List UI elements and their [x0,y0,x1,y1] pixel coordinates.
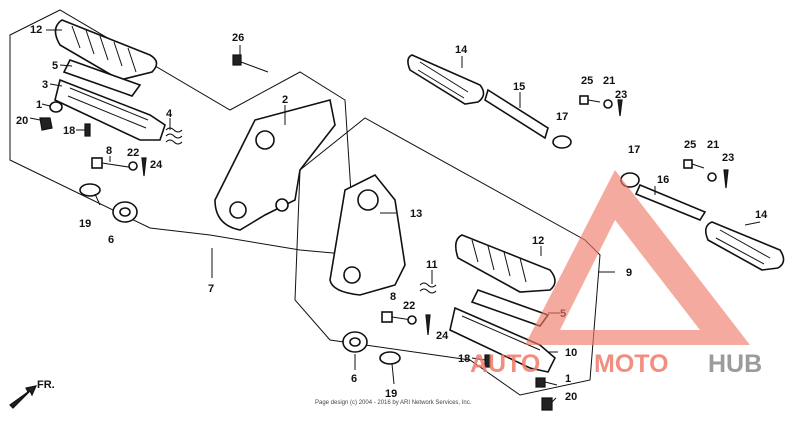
footpeg-rubber-right[interactable] [454,234,556,293]
callout-12[interactable]: 12 [30,24,42,36]
left-footpeg-assembly [39,19,336,231]
footpeg-rubber-rear-upper[interactable] [407,54,485,105]
callout-16[interactable]: 16 [657,174,669,186]
callout-24[interactable]: 24 [150,159,163,171]
callout-10[interactable]: 10 [565,347,577,359]
watermark-text-hub: HUB [708,350,762,378]
pin-18-right[interactable] [484,354,491,368]
bracket-left[interactable] [214,99,336,231]
bushing-6-left[interactable] [112,201,138,223]
callout-20[interactable]: 20 [16,115,28,127]
bolt-25-upper[interactable] [579,95,601,105]
cotter-24-right[interactable] [425,314,431,336]
callout-labels: 12 5 3 1 20 18 4 8 22 24 19 6 26 2 7 14 … [16,24,768,403]
cotter-24-left[interactable] [141,157,147,177]
callout-3[interactable]: 3 [42,79,48,91]
spring-4[interactable] [165,127,183,145]
cotter-23-lower[interactable] [723,169,729,189]
callout-8[interactable]: 8 [106,145,112,157]
callout-15[interactable]: 15 [513,81,525,93]
callout-17[interactable]: 17 [556,111,568,123]
pivot-19-left[interactable] [79,183,101,206]
footpeg-rubber-rear-lower[interactable] [704,221,785,271]
callout-12[interactable]: 12 [532,235,544,247]
callout-7[interactable]: 7 [208,283,214,295]
callout-6[interactable]: 6 [108,234,114,246]
callout-13[interactable]: 13 [410,208,422,220]
callout-17[interactable]: 17 [628,144,640,156]
callout-5[interactable]: 5 [52,60,58,72]
callout-18[interactable]: 18 [63,125,75,137]
callout-21[interactable]: 21 [603,75,615,87]
front-direction-indicator: FR. [9,379,55,409]
washer-21-upper[interactable] [603,99,613,109]
bushing-6-right[interactable] [342,331,368,353]
leader-lines [29,29,761,403]
callout-22[interactable]: 22 [127,147,139,159]
callout-1[interactable]: 1 [565,373,571,385]
callout-25[interactable]: 25 [684,139,696,151]
arrow-left-down-icon [9,385,38,409]
watermark: AUTO MOTO HUB [470,170,762,378]
callout-8[interactable]: 8 [390,291,396,303]
callout-14[interactable]: 14 [455,44,468,56]
right-footpeg-assembly [329,54,785,411]
callout-22[interactable]: 22 [403,300,415,312]
callout-11[interactable]: 11 [426,259,438,271]
callout-26[interactable]: 26 [232,32,244,44]
collar-right[interactable] [535,377,546,388]
callout-1[interactable]: 1 [36,99,42,111]
washer-17-upper[interactable] [552,135,572,149]
washer-21-lower[interactable] [707,172,717,182]
cotter-23-upper[interactable] [617,99,623,117]
callout-25[interactable]: 25 [581,75,593,87]
washer-22-right[interactable] [407,315,417,325]
pin-18-left[interactable] [84,123,91,137]
callout-23[interactable]: 23 [722,152,734,164]
watermark-text-moto: MOTO [594,350,669,378]
watermark-text-auto: AUTO [470,350,540,378]
callout-6[interactable]: 6 [351,373,357,385]
callout-2[interactable]: 2 [282,94,288,106]
bolt-20-left[interactable] [39,117,53,131]
callout-23[interactable]: 23 [615,89,627,101]
callout-9[interactable]: 9 [626,267,632,279]
bracket-right[interactable] [329,173,406,296]
callout-14[interactable]: 14 [755,209,768,221]
arm-15[interactable] [484,88,549,140]
callout-19[interactable]: 19 [385,388,397,400]
bolt-25-lower[interactable] [683,159,705,169]
callout-18[interactable]: 18 [458,353,470,365]
collar-left[interactable] [49,101,63,113]
watermark-logo-icon [525,170,750,345]
spring-11[interactable] [419,282,437,294]
callout-21[interactable]: 21 [707,139,719,151]
copyright-text: Page design (c) 2004 - 2016 by ARI Netwo… [315,400,472,406]
footpeg-rubber-left[interactable] [54,19,158,81]
callout-20[interactable]: 20 [565,391,577,403]
bolt-26[interactable] [232,54,269,73]
pivot-19-right[interactable] [379,351,401,385]
washer-22-left[interactable] [128,161,138,171]
callout-24[interactable]: 24 [436,330,449,342]
footpeg-plate-left[interactable] [62,59,142,97]
callout-19[interactable]: 19 [79,218,91,230]
direction-label: FR. [37,379,55,391]
callout-4[interactable]: 4 [166,108,173,120]
footpeg-left[interactable] [54,78,166,141]
arm-16[interactable] [634,183,707,221]
bolt-20-right[interactable] [541,397,553,411]
